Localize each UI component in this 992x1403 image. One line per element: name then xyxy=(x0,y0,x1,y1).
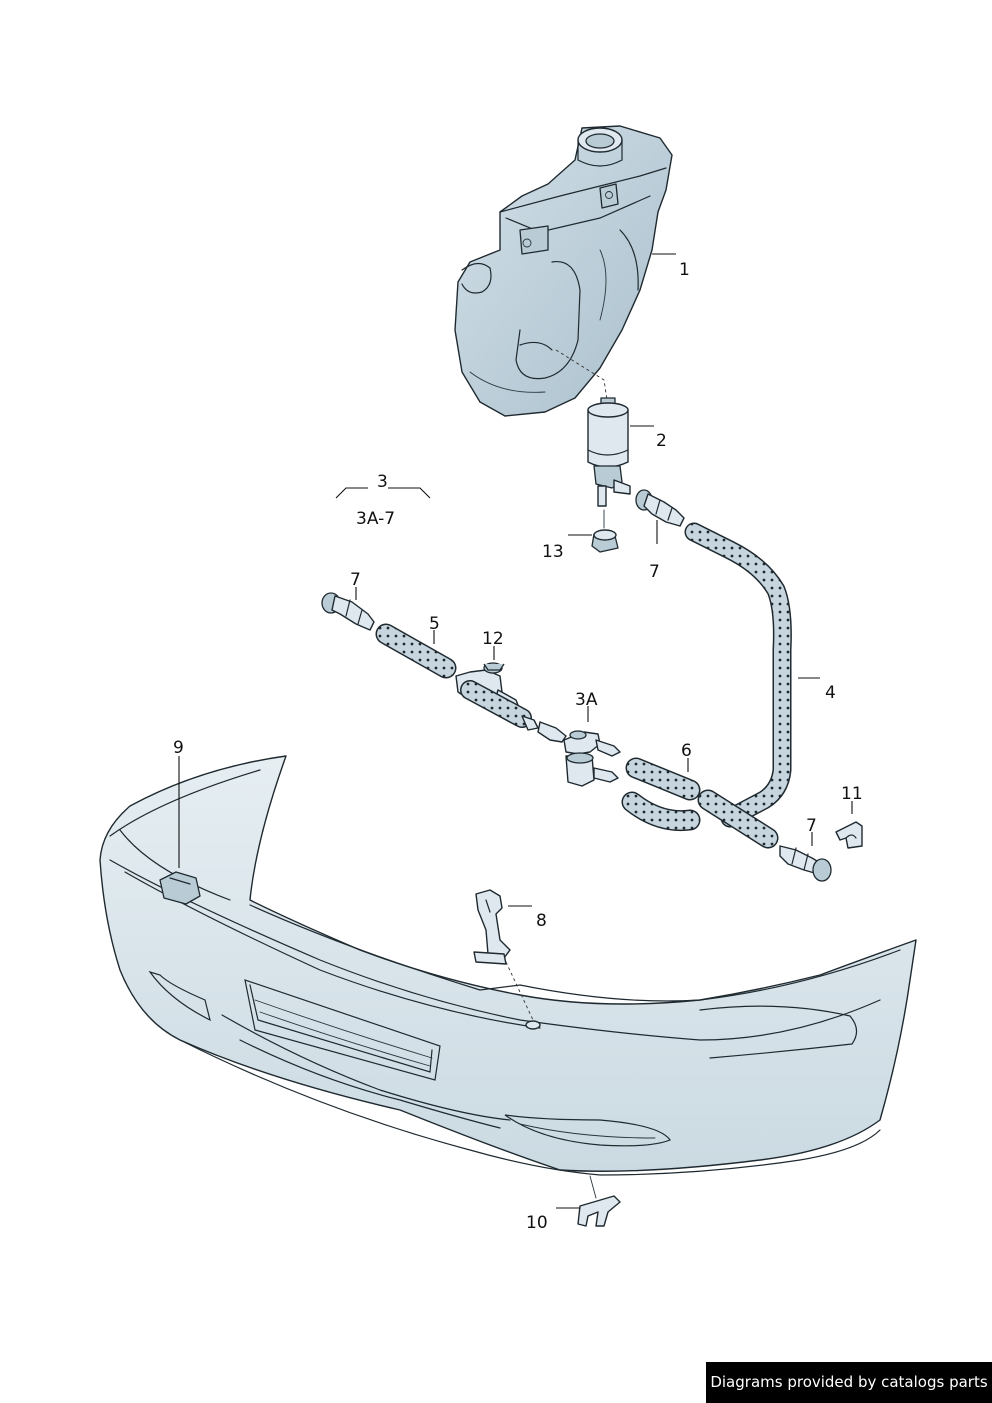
label-8: 8 xyxy=(536,911,547,931)
t-piece-connector xyxy=(537,721,621,787)
washer-hose-lower-right xyxy=(697,789,779,849)
label-3A-7: 3A-7 xyxy=(356,509,395,529)
label-3: 3 xyxy=(377,472,388,492)
bumper-clip xyxy=(577,1175,621,1227)
part-number-labels: 1 2 3 3A-7 13 7 7 5 12 4 3A 9 6 11 7 8 1… xyxy=(173,260,863,1233)
washer-hose-short-6 xyxy=(625,757,701,801)
label-7-upper: 7 xyxy=(649,562,660,582)
label-4: 4 xyxy=(825,683,836,703)
washer-pump xyxy=(587,397,631,507)
callout-lines xyxy=(178,253,853,1209)
washer-hose-valve-out xyxy=(460,680,539,731)
label-13: 13 xyxy=(542,542,564,562)
label-1: 1 xyxy=(679,260,690,280)
washer-fluid-reservoir xyxy=(454,125,673,417)
label-7-lower: 7 xyxy=(806,816,817,836)
washer-hose-main xyxy=(684,522,792,828)
washer-hose-short-5 xyxy=(375,623,457,679)
hose-connector-upper xyxy=(635,489,685,527)
label-2: 2 xyxy=(656,431,667,451)
label-10: 10 xyxy=(526,1213,548,1233)
label-11: 11 xyxy=(841,784,863,804)
retaining-clip xyxy=(835,821,863,849)
nozzle-bracket xyxy=(473,889,534,1021)
label-6: 6 xyxy=(681,741,692,761)
label-12: 12 xyxy=(482,629,504,649)
hose-connector-lower xyxy=(779,845,832,882)
label-7-left: 7 xyxy=(350,570,361,590)
provider-credit-banner: Diagrams provided by catalogs parts xyxy=(706,1362,992,1403)
label-5: 5 xyxy=(429,614,440,634)
label-9: 9 xyxy=(173,738,184,758)
grommet xyxy=(591,509,619,553)
label-3A: 3A xyxy=(575,690,598,710)
front-bumper xyxy=(99,755,917,1176)
hose-connector-left xyxy=(321,592,375,631)
washer-hose-curved xyxy=(621,791,701,832)
